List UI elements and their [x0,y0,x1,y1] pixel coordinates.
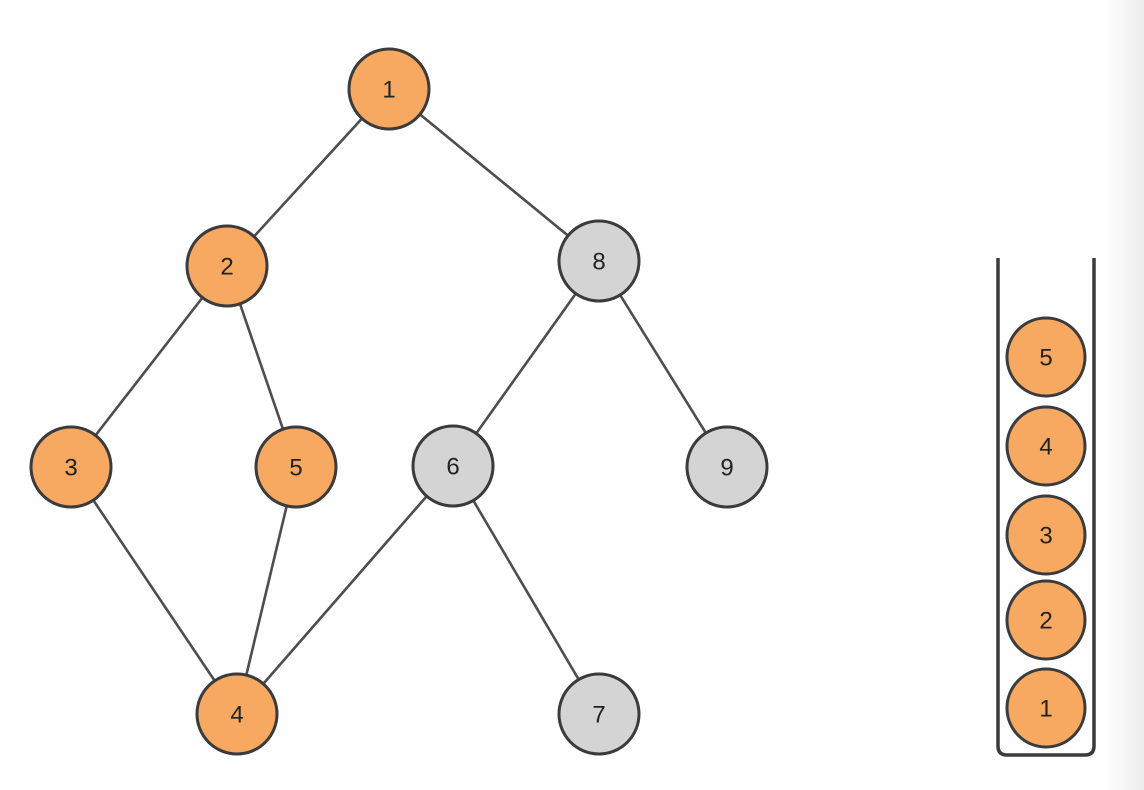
stack-item-circle-2 [1005,579,1087,661]
graph-node-5: 5 [254,425,338,509]
graph-edge-8-6 [451,260,601,467]
stack-item-1: 1 [1005,667,1087,749]
stack-item-5: 5 [1005,316,1087,398]
stack-item-4: 4 [1005,405,1087,487]
graph-node-label-8: 8 [592,249,605,276]
stack-item-circle-4 [1005,405,1087,487]
graph-node-circle-8 [557,219,641,303]
stack-item-label-5: 5 [1039,345,1052,372]
stack-item-2: 2 [1005,579,1087,661]
stack-item-circle-5 [1005,316,1087,398]
graph-edge-6-4 [236,465,454,715]
stack-item-circle-3 [1005,494,1087,576]
graph-edge-1-8 [388,87,600,263]
graph-node-circle-2 [185,224,269,308]
graph-node-8: 8 [557,219,641,303]
stack-item-label-2: 2 [1039,608,1052,635]
stack-item-3: 3 [1005,494,1087,576]
graph-node-label-3: 3 [64,455,77,482]
graph-node-1: 1 [347,47,431,131]
graph-node-4: 4 [195,672,279,756]
graph-node-2: 2 [185,224,269,308]
graph-node-circle-6 [411,424,495,508]
graph-edge-5-4 [235,466,298,715]
graph-node-circle-4 [195,672,279,756]
graph-node-6: 6 [411,424,495,508]
graph-node-3: 3 [29,425,113,509]
graph-node-circle-9 [685,425,769,509]
graph-node-circle-3 [29,425,113,509]
graph-node-circle-5 [254,425,338,509]
graph-node-label-9: 9 [720,455,733,482]
graph-node-9: 9 [685,425,769,509]
graph-edge-2-3 [69,265,229,468]
graph-node-label-7: 7 [592,702,605,729]
stack-item-label-4: 4 [1039,434,1052,461]
graph-edge-3-4 [69,466,239,715]
graph-node-label-2: 2 [220,254,233,281]
stack-container [996,258,1096,757]
graph-node-label-5: 5 [289,455,302,482]
stack-item-label-3: 3 [1039,523,1052,550]
graph-node-label-6: 6 [446,454,459,481]
graph-edge-6-7 [451,465,601,715]
stack-item-label-1: 1 [1039,696,1052,723]
stack-item-circle-1 [1005,667,1087,749]
graph-node-circle-1 [347,47,431,131]
graph-node-7: 7 [557,672,641,756]
graph-node-circle-7 [557,672,641,756]
graph-node-label-1: 1 [382,77,395,104]
graph-node-label-4: 4 [230,702,243,729]
